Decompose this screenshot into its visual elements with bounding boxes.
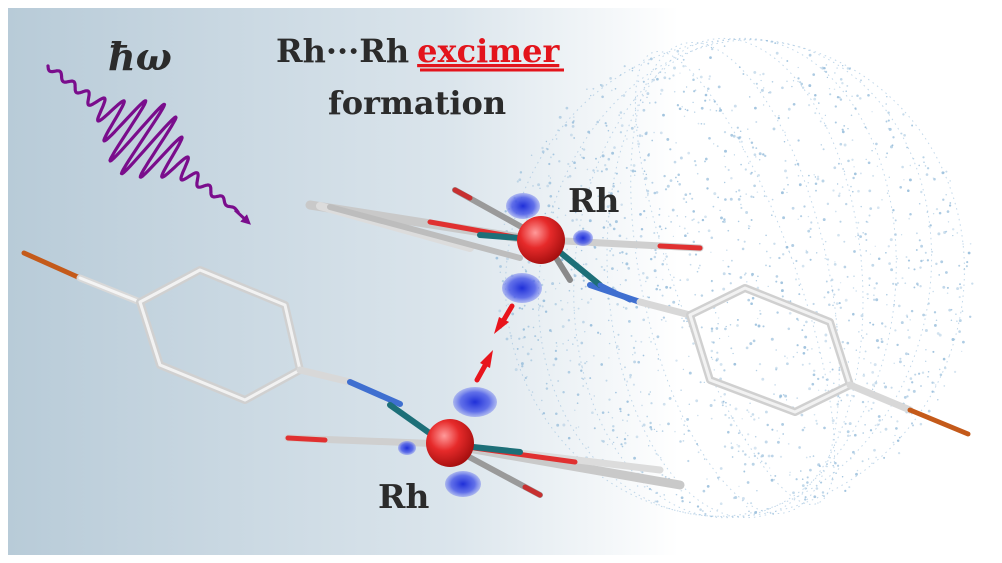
orbital-lobes	[398, 193, 593, 497]
orbital-lobe	[398, 441, 416, 455]
rh-atom-top	[517, 216, 565, 264]
left-phenyl-ring	[21, 250, 403, 407]
photon-label: ħω	[108, 34, 172, 79]
rh-label-top: Rh	[568, 181, 619, 220]
title-prefix: Rh···Rh	[276, 32, 409, 70]
orbital-lobe	[573, 230, 593, 246]
orbital-lobe	[506, 193, 540, 219]
diagram-title-line2: formation	[328, 84, 506, 122]
photon-arrow-head	[233, 208, 251, 225]
orbital-lobe	[502, 273, 542, 303]
dotted-sphere	[495, 37, 974, 519]
rh-rh-arrows	[474, 303, 515, 383]
bottom-rh-complex	[284, 402, 685, 498]
photon-wave	[46, 64, 251, 225]
rh-atom-bottom	[426, 419, 474, 467]
orbital-lobe	[453, 387, 497, 417]
rh-label-bottom: Rh	[378, 477, 429, 516]
title-highlight: excimer	[417, 32, 560, 70]
orbital-lobe	[445, 471, 481, 497]
